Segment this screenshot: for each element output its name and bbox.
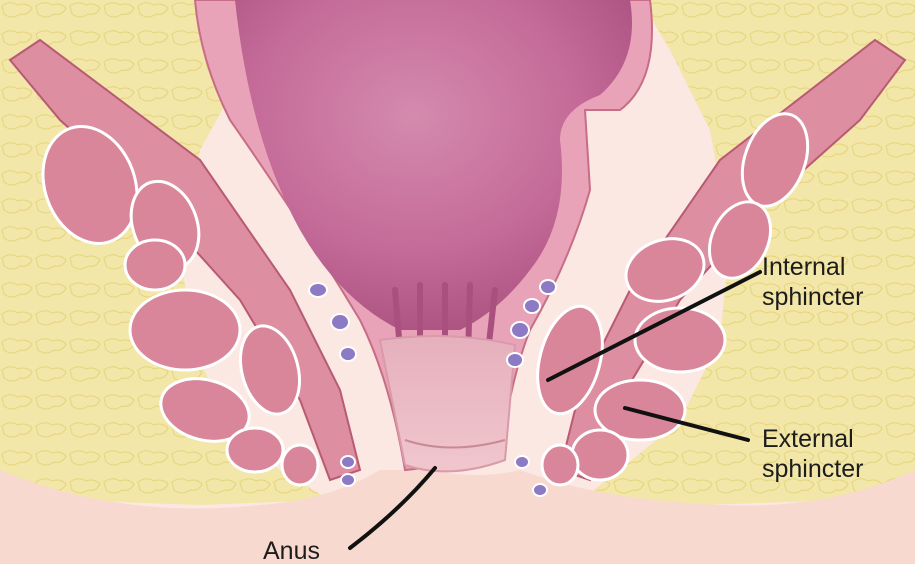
label-external-sphincter: External sphincter [762,424,863,484]
label-internal-sphincter: Internal sphincter [762,252,863,312]
muscle-bundle-shape [282,445,318,485]
vein-dot-shape [540,280,556,294]
vein-dot-shape [507,353,523,367]
muscle-bundle-shape [227,428,283,472]
vein-dot-shape [524,299,540,313]
vein-dot-shape [515,456,529,468]
muscle-bundle-shape [572,430,628,480]
vein-dot-shape [533,484,547,496]
muscle-bundle-shape [635,308,725,372]
muscle-bundle-shape [130,290,240,370]
vein-dot-shape [341,474,355,486]
label-internal-line1: Internal [762,252,863,282]
label-anus: Anus [263,536,320,566]
muscle-bundle-shape [125,240,185,290]
vein-dot-shape [340,347,356,361]
vein-dot-shape [309,283,327,297]
label-external-line1: External [762,424,863,454]
label-internal-line2: sphincter [762,282,863,312]
vein-dot-shape [511,322,529,338]
vein-dot-shape [331,314,349,330]
label-external-line2: sphincter [762,454,863,484]
muscle-bundle-shape [542,445,578,485]
vein-dot-shape [341,456,355,468]
